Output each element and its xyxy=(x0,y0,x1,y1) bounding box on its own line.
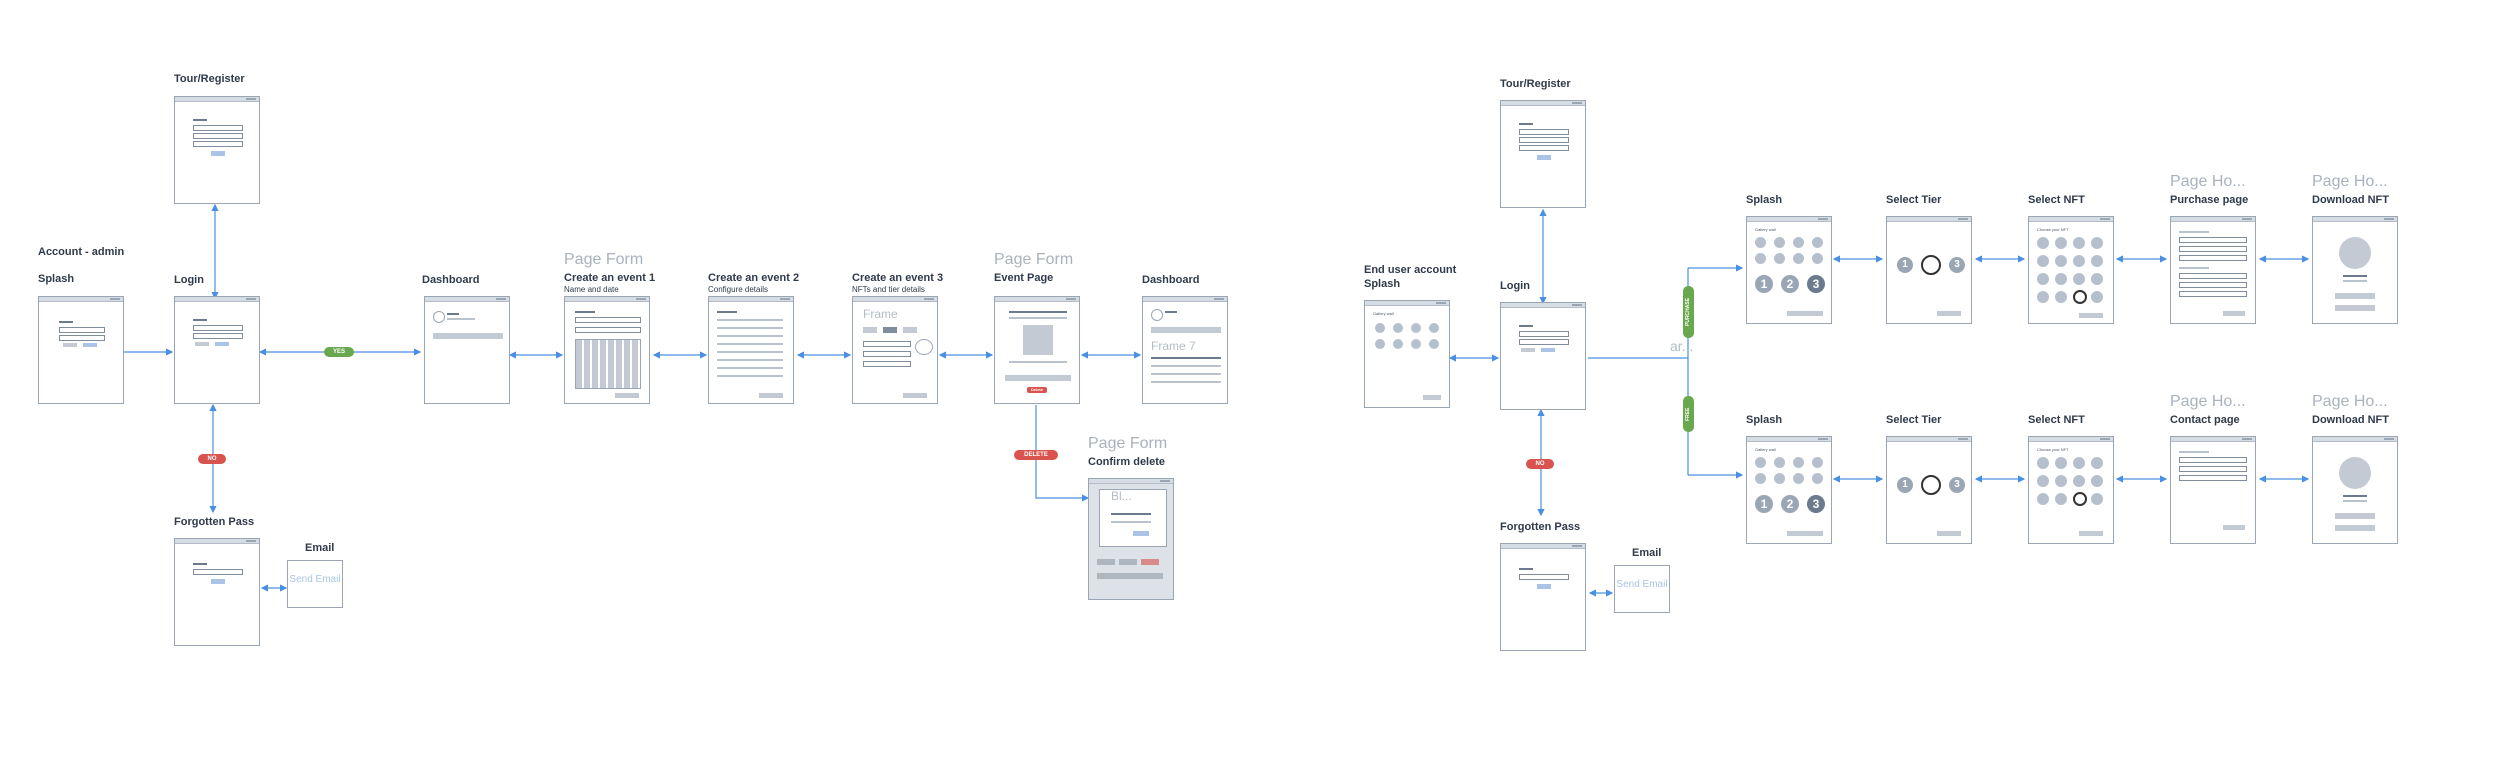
create-event-3-frame[interactable]: Frame xyxy=(852,296,938,404)
bot-download-frame[interactable] xyxy=(2312,436,2398,544)
top-splash-frame[interactable]: Gallery wall 1 2 3 xyxy=(1746,216,1832,324)
user-no-badge: NO xyxy=(1526,459,1554,469)
user-section-title: End user account xyxy=(1364,264,1457,276)
bot-download-title: Download NFT xyxy=(2312,414,2389,426)
page-ho-label-2: Page Ho... xyxy=(2312,173,2388,190)
admin-dashboard-title: Dashboard xyxy=(422,274,480,286)
free-badge: FREE xyxy=(1683,396,1694,432)
user-login-title: Login xyxy=(1500,280,1530,292)
user-forgot-frame[interactable] xyxy=(1500,543,1586,651)
user-login-frame[interactable] xyxy=(1500,302,1586,410)
top-download-frame[interactable] xyxy=(2312,216,2398,324)
bot-splash-frame[interactable]: Gallery wall 1 2 3 xyxy=(1746,436,1832,544)
purchase-frame[interactable] xyxy=(2170,216,2256,324)
ghost-frame7-label: Frame 7 xyxy=(1151,339,1196,353)
admin-dashboard2-title: Dashboard xyxy=(1142,274,1200,286)
send-email-box[interactable]: Send Email xyxy=(287,560,343,608)
admin-dashboard2-frame[interactable]: Frame 7 xyxy=(1142,296,1228,404)
top-tier-frame[interactable]: 1 3 xyxy=(1886,216,1972,324)
bot-nft-frame[interactable]: Choose your NFT xyxy=(2028,436,2114,544)
contact-frame[interactable] xyxy=(2170,436,2256,544)
confirm-delete-title: Confirm delete xyxy=(1088,456,1166,468)
user-send-email-box[interactable]: Send Email xyxy=(1614,565,1670,613)
user-tour-frame[interactable] xyxy=(1500,100,1586,208)
page-ho-label-3: Page Ho... xyxy=(2170,393,2246,410)
purchase-title: Purchase page xyxy=(2170,194,2249,206)
ghost-bl-label: Bl... xyxy=(1111,489,1132,503)
bot-splash-title: Splash xyxy=(1746,414,1783,426)
admin-login-frame[interactable] xyxy=(174,296,260,404)
create-event-2-frame[interactable] xyxy=(708,296,794,404)
page-form-label-3: Page Form xyxy=(1088,435,1168,452)
admin-tour-frame[interactable] xyxy=(174,96,260,204)
confirm-delete-frame[interactable]: Bl... xyxy=(1088,478,1174,600)
top-nft-frame[interactable]: Choose your NFT xyxy=(2028,216,2114,324)
page-ho-label-1: Page Ho... xyxy=(2170,173,2246,190)
user-splash-frame[interactable]: Gallery wall xyxy=(1364,300,1450,408)
purchase-badge: PURCHASE xyxy=(1683,286,1694,338)
top-download-title: Download NFT xyxy=(2312,194,2389,206)
admin-splash-frame[interactable] xyxy=(38,296,124,404)
event-page-title: Event Page xyxy=(994,272,1054,284)
admin-splash-title: Splash xyxy=(38,273,75,285)
admin-dashboard-frame[interactable] xyxy=(424,296,510,404)
delete-button[interactable]: Delete xyxy=(1027,387,1047,393)
user-email-title: Email xyxy=(1632,547,1662,559)
create-event-3-title: Create an event 3 xyxy=(852,272,944,284)
user-splash-title: Splash xyxy=(1364,278,1401,290)
create-event-3-subtitle: NFTs and tier details xyxy=(852,285,925,294)
event-page-frame[interactable]: Delete xyxy=(994,296,1080,404)
page-form-label-2: Page Form xyxy=(994,251,1074,268)
user-forgot-title: Forgotten Pass xyxy=(1500,521,1581,533)
no-badge: NO xyxy=(198,454,226,464)
top-splash-title: Splash xyxy=(1746,194,1783,206)
admin-tour-title: Tour/Register xyxy=(174,73,245,85)
ghost-ar-label: ar... xyxy=(1670,338,1694,354)
admin-forgot-title: Forgotten Pass xyxy=(174,516,255,528)
page-ho-label-4: Page Ho... xyxy=(2312,393,2388,410)
admin-email-title: Email xyxy=(305,542,335,554)
yes-badge: YES xyxy=(324,347,354,357)
admin-login-title: Login xyxy=(174,274,204,286)
create-event-2-subtitle: Configure details xyxy=(708,285,769,294)
create-event-1-title: Create an event 1 xyxy=(564,272,656,284)
top-nft-title: Select NFT xyxy=(2028,194,2085,206)
delete-badge: DELETE xyxy=(1014,450,1058,460)
user-tour-title: Tour/Register xyxy=(1500,78,1571,90)
create-event-1-frame[interactable] xyxy=(564,296,650,404)
top-tier-title: Select Tier xyxy=(1886,194,1942,206)
bot-tier-frame[interactable]: 1 3 xyxy=(1886,436,1972,544)
ghost-frame-label: Frame xyxy=(863,307,898,321)
page-form-label-1: Page Form xyxy=(564,251,644,268)
admin-section-title: Account - admin xyxy=(38,246,125,258)
contact-title: Contact page xyxy=(2170,414,2240,426)
admin-forgot-frame[interactable] xyxy=(174,538,260,646)
bot-tier-title: Select Tier xyxy=(1886,414,1942,426)
bot-nft-title: Select NFT xyxy=(2028,414,2085,426)
create-event-1-subtitle: Name and date xyxy=(564,285,619,294)
create-event-2-title: Create an event 2 xyxy=(708,272,800,284)
